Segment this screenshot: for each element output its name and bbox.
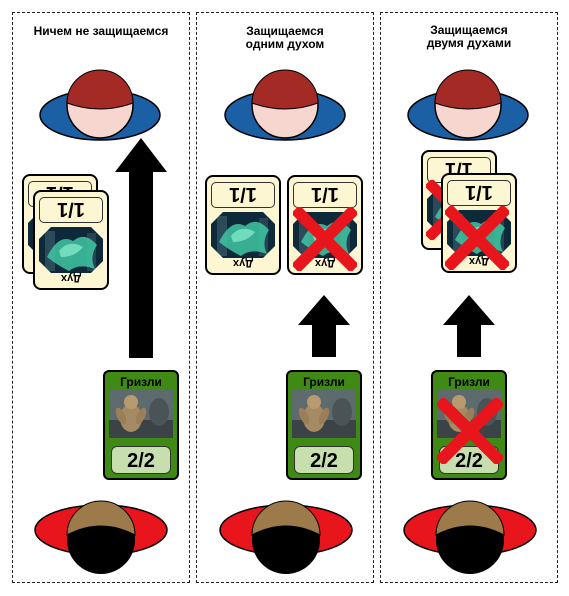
spirit-art-icon: [211, 212, 275, 258]
attack-arrow-icon: [298, 295, 350, 357]
grizzly-name: Гризли: [303, 375, 345, 389]
cross-icon: [437, 398, 503, 464]
grizzly-name: Гризли: [120, 375, 162, 389]
panel-two-spirits: Защищаемся двумя духами: [380, 12, 558, 583]
spirit-stat: 1/1: [447, 180, 511, 206]
grizzly-card: Гризли 2/2: [103, 370, 179, 480]
spirit-art-icon: [39, 227, 103, 273]
grizzly-art-icon: [109, 390, 173, 438]
panel-title: Защищаемся двумя духами: [426, 23, 512, 50]
panel-title: Защищаемся одним духом: [245, 24, 325, 51]
panel-no-defense: Ничем не защищаемся: [12, 12, 190, 583]
spirit-name: Дух: [232, 257, 254, 269]
spirit-name: Дух: [60, 272, 82, 284]
spirit-card: 1/1 Дух: [33, 190, 109, 290]
grizzly-card: Гризли 2/2: [286, 370, 362, 480]
spirit-card: 1/1 Дух: [205, 175, 281, 275]
spirit-stat: 1/1: [39, 197, 103, 223]
player-figure-icon: [400, 495, 540, 575]
spirit-stat: 1/1: [293, 182, 357, 208]
cross-icon: [445, 206, 509, 270]
grizzly-stat: 2/2: [294, 446, 354, 474]
grizzly-art-icon: [292, 390, 356, 438]
panel-title: Ничем не защищаемся: [33, 24, 169, 38]
player-figure-icon: [216, 495, 356, 575]
opponent-figure-icon: [35, 65, 165, 145]
grizzly-stat: 2/2: [111, 446, 171, 474]
grizzly-name: Гризли: [448, 375, 490, 389]
spirit-stat: 1/1: [211, 182, 275, 208]
cross-icon: [293, 207, 357, 271]
opponent-figure-icon: [220, 65, 350, 145]
player-figure-icon: [31, 495, 171, 575]
attack-arrow-icon: [443, 295, 495, 357]
opponent-figure-icon: [403, 65, 533, 145]
panel-one-spirit: Защищаемся одним духом: [196, 12, 374, 583]
attack-arrow-icon: [115, 138, 167, 358]
